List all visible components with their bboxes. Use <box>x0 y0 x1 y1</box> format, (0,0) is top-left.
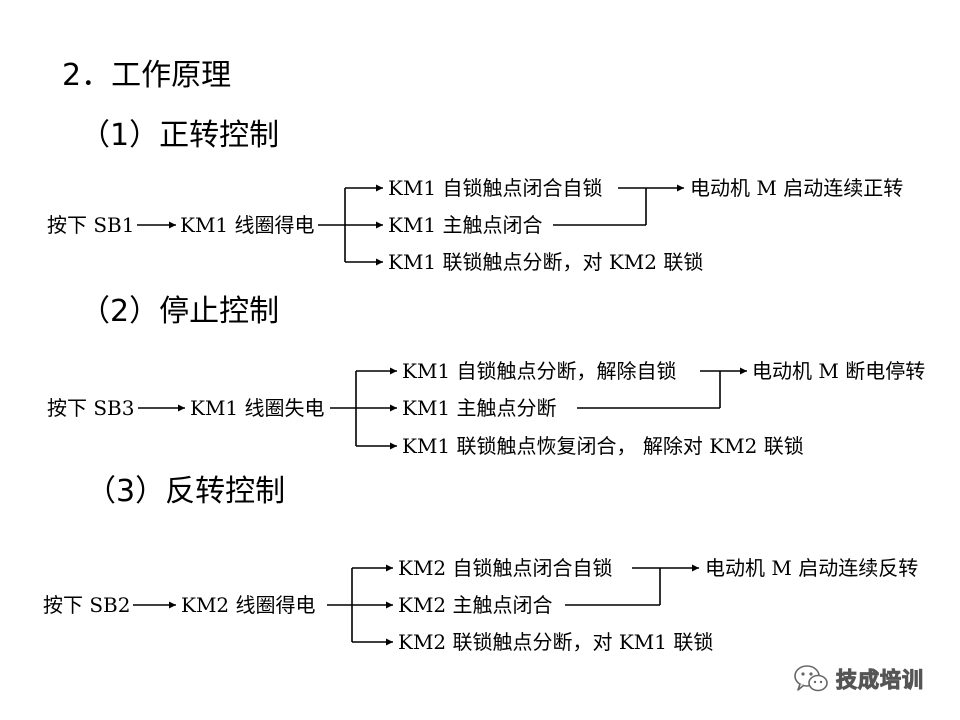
watermark: 技成培训 <box>792 662 924 696</box>
branch-label: KM2 主触点闭合 <box>398 593 553 617</box>
result-label: 电动机 M 启动连续正转 <box>690 176 904 200</box>
wechat-icon <box>794 665 828 692</box>
branch-label: KM1 联锁触点恢复闭合， 解除对 KM2 联锁 <box>402 434 804 458</box>
result-label: 电动机 M 断电停转 <box>752 359 926 383</box>
block-title: （3）反转控制 <box>86 474 286 509</box>
branch-label: KM2 联锁触点分断，对 KM1 联锁 <box>398 630 714 654</box>
coil-label: KM2 线圈得电 <box>181 593 316 617</box>
trigger-label: 按下 SB2 <box>43 593 131 617</box>
block-title: （2）停止控制 <box>80 294 280 329</box>
branch-label: KM1 自锁触点分断，解除自锁 <box>402 359 677 383</box>
branch-label: KM1 联锁触点分断，对 KM2 联锁 <box>388 250 704 274</box>
branch-label: KM2 自锁触点闭合自锁 <box>398 556 613 580</box>
section-title: 2．工作原理 <box>62 58 232 93</box>
coil-label: KM1 线圈失电 <box>190 396 325 420</box>
trigger-label: 按下 SB3 <box>47 396 135 420</box>
watermark-text: 技成培训 <box>836 668 924 693</box>
block-title: （1）正转控制 <box>80 118 280 153</box>
trigger-label: 按下 SB1 <box>47 213 135 237</box>
branch-label: KM1 自锁触点闭合自锁 <box>388 176 603 200</box>
branch-label: KM1 主触点分断 <box>402 396 557 420</box>
result-label: 电动机 M 启动连续反转 <box>705 556 919 580</box>
branch-label: KM1 主触点闭合 <box>388 213 543 237</box>
coil-label: KM1 线圈得电 <box>180 213 315 237</box>
